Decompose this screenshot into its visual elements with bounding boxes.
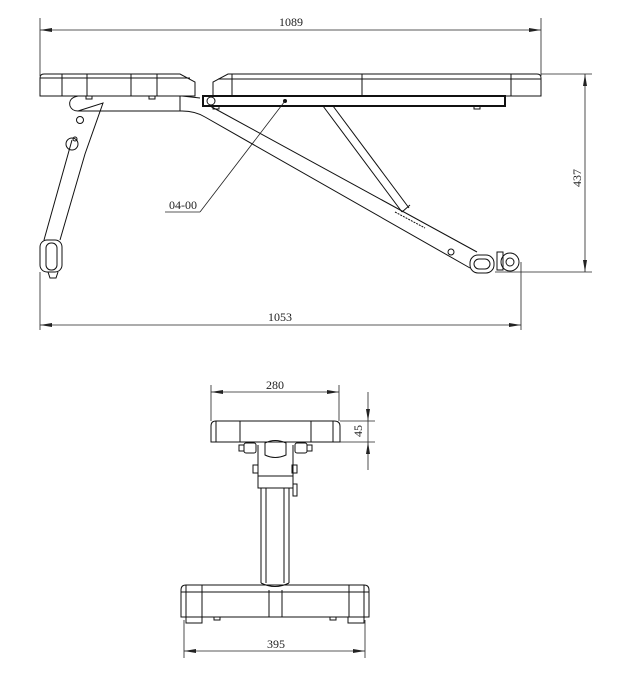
dimension-overall-length: 1089	[39, 15, 542, 76]
roller-wheel	[500, 252, 520, 272]
dimension-base-length: 1053	[39, 262, 522, 330]
base	[180, 584, 370, 624]
dimension-seat-thickness: 45	[340, 392, 375, 470]
part-callout: 04-00	[165, 100, 286, 213]
dimension-label: 1089	[279, 15, 303, 29]
dimension-label: 1053	[268, 310, 292, 324]
part-label: 04-00	[169, 198, 197, 212]
rear-foot	[447, 248, 520, 274]
support-strut	[322, 105, 426, 229]
side-view: 1089	[39, 15, 592, 330]
back-pad	[212, 73, 542, 97]
dimension-label: 437	[570, 169, 584, 187]
dimension-seat-width: 280	[210, 378, 340, 421]
column	[260, 488, 290, 587]
back-rail	[202, 95, 506, 107]
dimension-label: 45	[351, 425, 365, 437]
dimension-label: 280	[266, 378, 284, 392]
front-leg	[39, 102, 104, 279]
column-bracket	[238, 440, 313, 497]
seat-front	[210, 420, 341, 443]
dimension-base-width: 395	[183, 620, 366, 658]
seat-pad	[39, 73, 196, 100]
front-view: 280 45	[180, 378, 375, 658]
main-frame	[69, 95, 478, 269]
pivot-pin	[206, 96, 216, 106]
dimension-label: 395	[267, 637, 285, 651]
dimension-height: 437	[495, 73, 592, 273]
